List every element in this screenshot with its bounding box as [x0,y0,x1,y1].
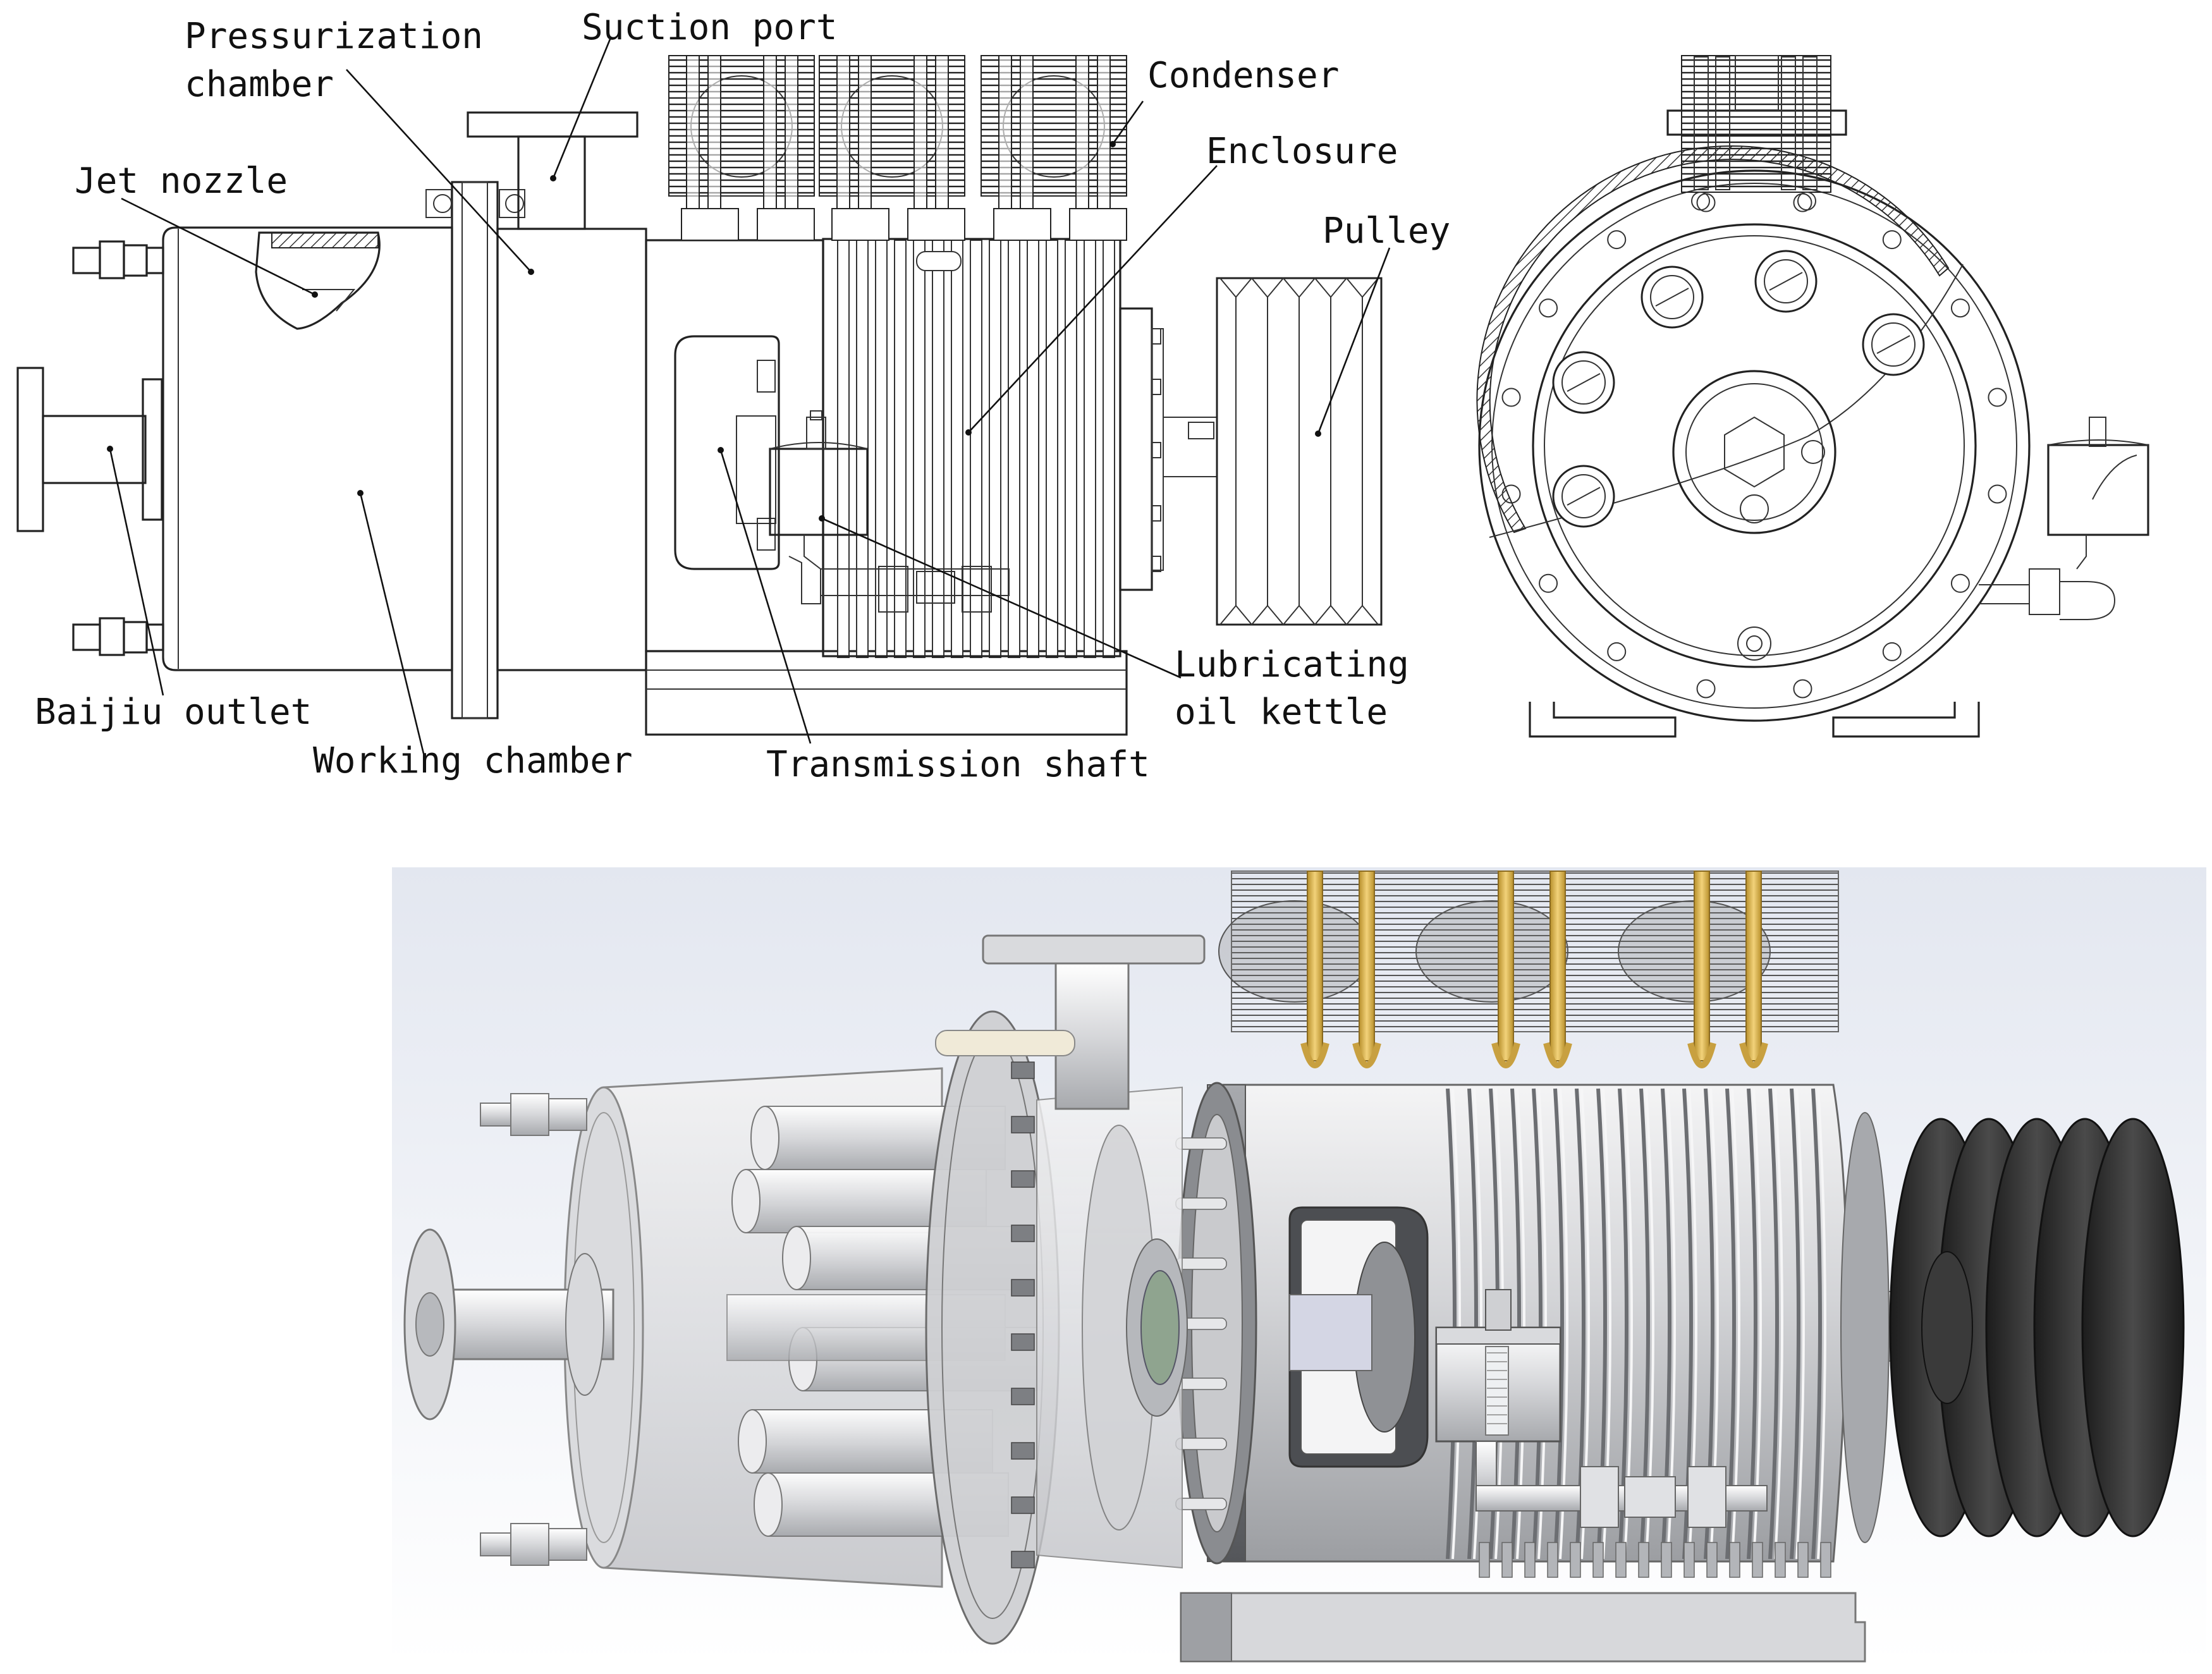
label-lubricating-oil-kettle-line2: oil kettle [1175,692,1388,733]
label-pressurization-chamber-line2: chamber [185,64,334,105]
label-transmission-shaft: Transmission shaft [766,744,1150,785]
label-pulley: Pulley [1323,211,1450,252]
label-enclosure: Enclosure [1206,131,1398,172]
label-working-chamber: Working chamber [313,740,633,781]
label-baijiu-outlet: Baijiu outlet [35,692,312,733]
render-3d-view [392,867,2206,1663]
label-pressurization-chamber-line1: Pressurization [185,16,483,57]
label-lubricating-oil-kettle-line1: Lubricating [1175,644,1409,685]
leader-lines [107,39,1391,754]
label-suction-port: Suction port [582,7,838,48]
label-jet-nozzle: Jet nozzle [75,161,288,202]
label-condenser: Condenser [1147,55,1339,96]
side-view-drawing [16,55,1383,736]
end-view-drawing [1476,55,2149,738]
